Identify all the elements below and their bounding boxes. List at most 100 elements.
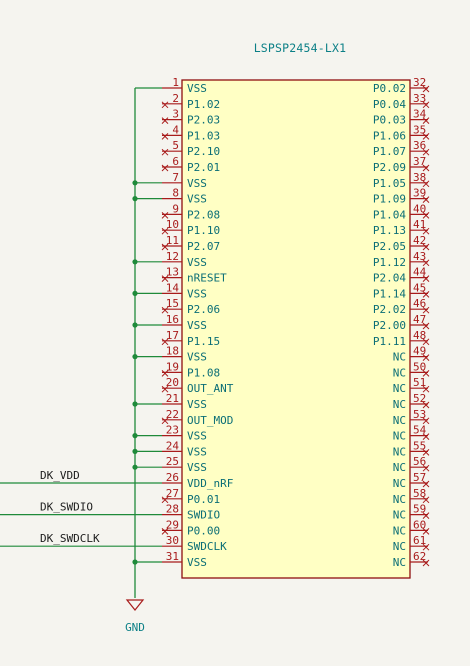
no-connect-icon	[422, 417, 430, 425]
pin-number: 23	[166, 424, 179, 437]
no-connect-icon	[161, 370, 169, 377]
pin-number: 31	[166, 550, 179, 563]
pin-number: 27	[166, 487, 179, 500]
pin-number: 44	[413, 266, 427, 279]
pin-name: VSS	[187, 287, 207, 300]
pin-name: P1.07	[373, 145, 406, 158]
pin-name: NC	[393, 477, 406, 490]
no-connect-icon	[422, 528, 430, 535]
pin-number: 47	[413, 313, 426, 326]
pin-number: 42	[413, 234, 426, 247]
pin-number: 28	[166, 503, 179, 516]
net-label-group: DK_VDD DK_SWDIO DK_SWDCLK	[40, 469, 100, 545]
wire-group	[0, 87, 162, 598]
no-connect-icon	[422, 275, 430, 282]
pin-number: 20	[166, 376, 179, 389]
pin-name: P1.05	[373, 177, 406, 190]
no-connect-icon	[422, 212, 430, 219]
no-connect-icon	[161, 148, 169, 156]
no-connect-icon	[161, 528, 169, 535]
no-connect-icon	[161, 133, 169, 140]
right-pin-group: 32P0.0233P0.0434P0.0335P1.0636P1.0737P2.…	[373, 76, 430, 569]
junction-dot	[132, 196, 138, 202]
no-connect-icon	[422, 338, 430, 346]
pin-number: 2	[172, 92, 179, 105]
net-label[interactable]: DK_VDD	[40, 469, 80, 482]
component-body[interactable]	[181, 79, 411, 579]
no-connect-icon	[422, 480, 430, 488]
pin-name: OUT_ANT	[187, 382, 234, 395]
net-label[interactable]: DK_SWDIO	[40, 501, 93, 514]
pin-20[interactable]: 20 OUT_ANT	[161, 376, 234, 395]
pin-number: 22	[166, 408, 179, 421]
net-label[interactable]: DK_SWDCLK	[40, 532, 100, 545]
junction-dot	[132, 290, 138, 296]
ground-symbol[interactable]	[125, 599, 145, 611]
pin-number: 29	[166, 518, 179, 531]
pin-number: 52	[413, 392, 426, 405]
pin-name: VSS	[187, 82, 207, 95]
